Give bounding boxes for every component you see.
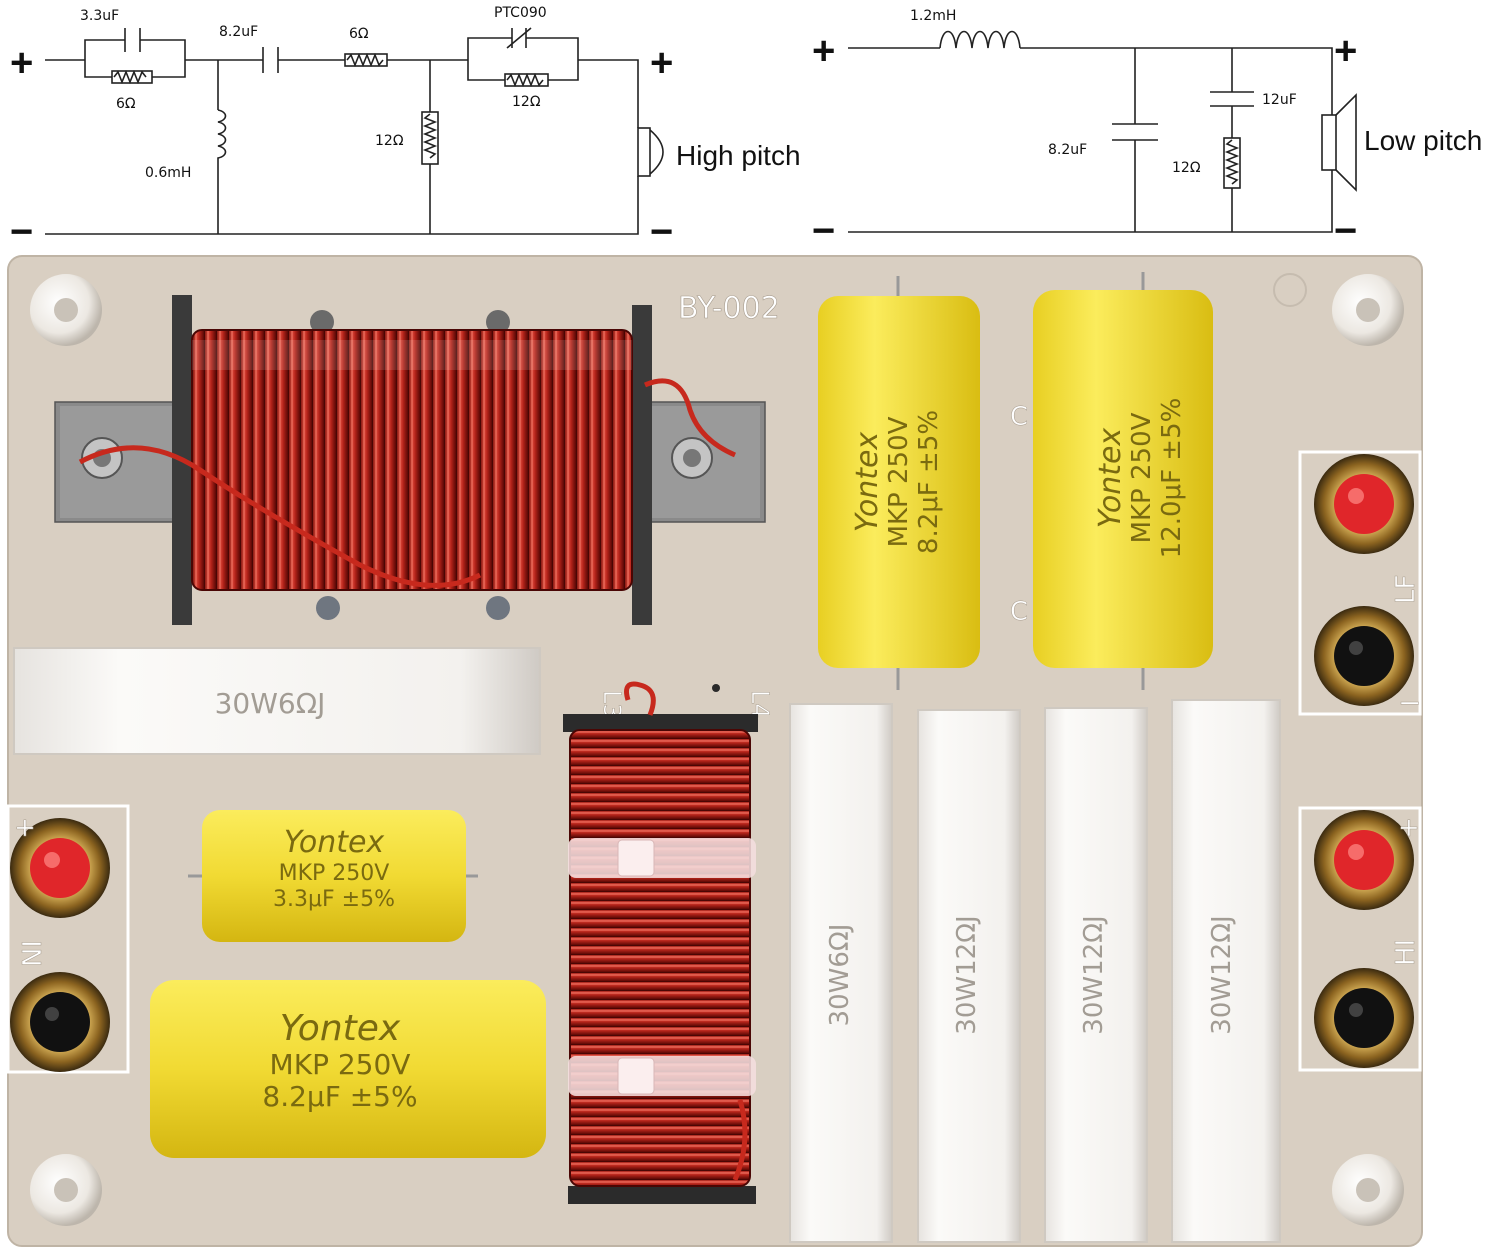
capacitor-8-2uF-vertical: Yontex MKP 250V 8.2μF ±5% — [818, 276, 980, 690]
capacitor-8-2uF-horizontal: Yontex MKP 250V 8.2μF ±5% — [150, 980, 546, 1158]
terminal-hi-positive — [1314, 810, 1414, 910]
schematic-high-r3-label: 12Ω — [512, 94, 541, 110]
silk-lf-minus: − — [1398, 686, 1421, 719]
schematic-high-l1-label: 0.6mH — [145, 165, 191, 181]
schematic-low-minus: − — [812, 209, 835, 253]
terminal-hi-negative — [1314, 968, 1414, 1068]
schematic-high-c1-label: 3.3uF — [80, 8, 119, 24]
capacitor-1-value: 8.2μF ±5% — [914, 410, 944, 554]
inductor-small: L3 L4 — [563, 681, 774, 1204]
standoff-bottom-right — [1332, 1154, 1404, 1226]
resistor-vertical-1-label: 30W6ΩJ — [825, 924, 855, 1027]
schematic-high-ptc-label: PTC090 — [494, 5, 547, 21]
capacitor-3-brand: Yontex — [284, 825, 385, 860]
capacitor-4-brand: Yontex — [280, 1008, 401, 1049]
schematic-low-l1-label: 1.2mH — [910, 8, 956, 24]
schematic-high-plus: + — [10, 41, 33, 85]
silk-c2-label: C — [1010, 597, 1028, 627]
capacitor-2-value: 12.0μF ±5% — [1157, 398, 1187, 559]
schematic-low-plus-out: + — [1334, 29, 1357, 73]
terminal-lf-positive — [1314, 454, 1414, 554]
crossover-board: BY-002 Yontex — [6, 255, 1423, 1247]
silk-c-label: C — [1010, 402, 1028, 432]
schematic-low-c2-label: 12uF — [1262, 92, 1297, 108]
schematic-high-c2-label: 8.2uF — [219, 24, 258, 40]
terminal-in: + IN — [6, 804, 130, 1074]
resistor-vertical-4-label: 30W12ΩJ — [1207, 915, 1237, 1034]
schematic-low-r1-label: 12Ω — [1172, 160, 1201, 176]
capacitor-3-value: 3.3μF ±5% — [273, 887, 395, 912]
silk-lf-label: LF — [1391, 575, 1421, 604]
capacitor-1-rating: MKP 250V — [884, 416, 914, 547]
schematic-high-pitch: + − 3.3uF 6Ω 8.2uF 6Ω PTC090 12Ω 0.6mH — [10, 5, 801, 254]
capacitor-4-rating: MKP 250V — [270, 1048, 411, 1081]
terminal-in-positive — [10, 818, 110, 918]
resistor-vertical-3-label: 30W12ΩJ — [1079, 915, 1109, 1034]
silk-in-plus: + — [14, 813, 36, 843]
schematic-high-output-label: High pitch — [676, 140, 801, 171]
schematic-high-minus: − — [10, 210, 33, 254]
terminal-in-negative — [10, 972, 110, 1072]
schematic-low-minus-out: − — [1334, 209, 1357, 253]
schematic-low-c1-label: 8.2uF — [1048, 142, 1087, 158]
resistor-vertical-3: 30W12ΩJ — [1044, 707, 1148, 1243]
schematic-high-r2-label: 6Ω — [349, 26, 369, 42]
schematic-low-plus: + — [812, 29, 835, 73]
terminal-hi: + HI — [1298, 806, 1422, 1072]
schematic-low-output-label: Low pitch — [1364, 125, 1482, 156]
schematic-high-minus-out: − — [650, 210, 673, 254]
terminal-lf-negative — [1314, 606, 1414, 706]
silk-in-label: IN — [15, 940, 45, 967]
resistor-vertical-2-label: 30W12ΩJ — [952, 915, 982, 1034]
capacitor-12uF-vertical: Yontex MKP 250V 12.0μF ±5% — [1033, 272, 1213, 690]
schematic-high-r1-label: 6Ω — [116, 96, 136, 112]
capacitor-4-value: 8.2μF ±5% — [262, 1080, 417, 1113]
capacitor-2-brand: Yontex — [1093, 428, 1128, 529]
capacitor-2-rating: MKP 250V — [1127, 412, 1157, 543]
inductor-large — [54, 295, 766, 625]
board-model-label: BY-002 — [678, 291, 780, 326]
standoff-top-right — [1332, 274, 1404, 346]
resistor-top-label: 30W6ΩJ — [215, 687, 326, 720]
resistor-vertical-1: 30W6ΩJ — [789, 703, 893, 1243]
schematic-high-plus-out: + — [650, 41, 673, 85]
silk-hi-plus: + — [1398, 813, 1420, 843]
silk-hi-label: HI — [1391, 939, 1421, 966]
standoff-bottom-left — [30, 1154, 102, 1226]
capacitor-1-brand: Yontex — [850, 432, 885, 533]
resistor-vertical-2: 30W12ΩJ — [917, 709, 1021, 1243]
terminal-lf: LF − — [1298, 450, 1422, 719]
resistor-30w-6ohm-horizontal: 30W6ΩJ — [13, 647, 541, 755]
capacitor-3-3uF-horizontal: Yontex MKP 250V 3.3μF ±5% — [188, 810, 478, 942]
capacitor-3-rating: MKP 250V — [279, 861, 390, 886]
schematic-low-pitch: + − 1.2mH 8.2uF 12uF 12Ω + − Low pitch — [812, 8, 1482, 253]
schematic-high-r4-label: 12Ω — [375, 133, 404, 149]
standoff-top-left — [30, 274, 102, 346]
resistor-vertical-4: 30W12ΩJ — [1171, 699, 1281, 1243]
